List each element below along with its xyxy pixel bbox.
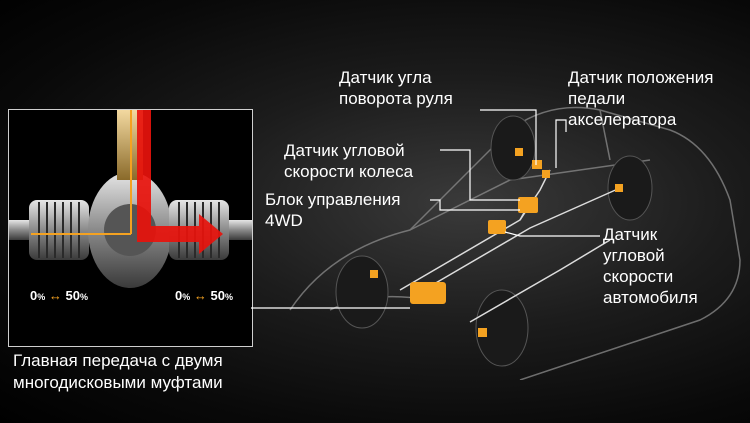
pedal-sensor	[542, 170, 550, 178]
differential-caption: Главная передача с двумя многодисковыми …	[13, 350, 223, 394]
torque-split-right: 0% ↔ 50%	[175, 288, 233, 303]
wheel-front-left	[490, 115, 536, 181]
left-clutch-pack	[29, 200, 89, 260]
torque-flow-arrow	[137, 110, 223, 254]
wheel-speed-sensor-rear-right	[478, 328, 487, 337]
control-unit-block	[518, 197, 538, 213]
differential-inset: 0% ↔ 50% 0% ↔ 50%	[8, 109, 253, 347]
label-vehicle-speed-sensor: Датчик угловой скорости автомобиля	[603, 225, 698, 307]
label-pedal-position-sensor: Датчик положения педали акселератора	[568, 68, 714, 129]
caption-line-2: многодисковыми муфтами	[13, 373, 223, 392]
wheel-speed-sensor-rear-left	[370, 270, 378, 278]
wheel-front-right	[607, 155, 653, 221]
steering-sensor	[532, 160, 542, 169]
caption-line-1: Главная передача с двумя	[13, 351, 223, 370]
differential-illustration	[9, 110, 252, 288]
wheel-rear-right	[475, 289, 529, 367]
vehicle-speed-sensor	[488, 220, 506, 234]
wheel-speed-sensor-right	[615, 184, 623, 192]
label-steering-angle-sensor: Датчик угла поворота руля	[339, 68, 453, 108]
label-4wd-control-unit: Блок управления 4WD	[265, 190, 401, 230]
torque-split-left: 0% ↔ 50%	[30, 288, 88, 303]
wheel-speed-sensor-front	[515, 148, 523, 156]
label-wheel-speed-sensor: Датчик угловой скорости колеса	[284, 141, 414, 181]
vehicle-illustration	[289, 106, 741, 380]
vehicle-xray	[270, 60, 750, 380]
rear-differential-unit	[410, 282, 446, 304]
